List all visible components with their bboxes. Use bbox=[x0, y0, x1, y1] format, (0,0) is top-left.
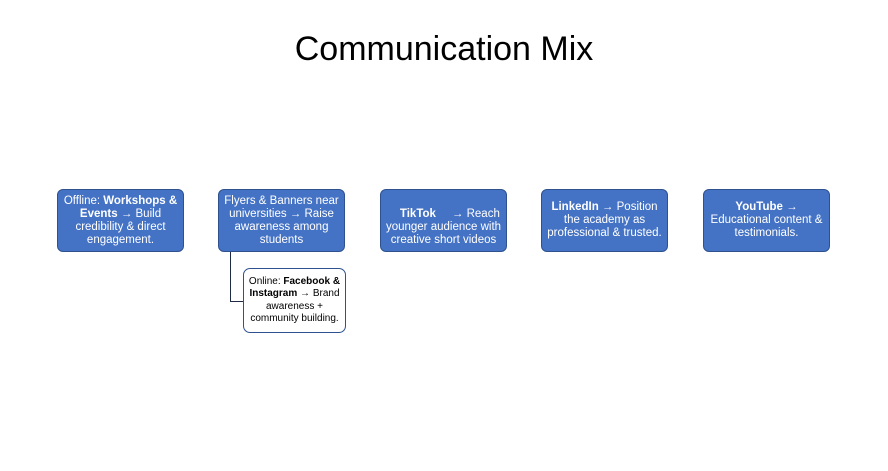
box-bold-text: Facebook & Instagram bbox=[249, 275, 341, 300]
linkedin-box[interactable]: LinkedIn → Position the academy as profe… bbox=[541, 189, 668, 252]
box-text: Flyers & Banners near universities → Rai… bbox=[224, 194, 339, 246]
box-text: → Educational content & testimonials. bbox=[710, 201, 823, 239]
slide-title: Communication Mix bbox=[294, 30, 594, 68]
flyers-banners-box[interactable]: Flyers & Banners near universities → Rai… bbox=[218, 189, 345, 252]
box-text: → Reach younger audience with creative s… bbox=[385, 207, 505, 246]
box-bold-text: TikTok bbox=[399, 207, 436, 220]
box-bold-text: Workshops & Events bbox=[79, 194, 178, 220]
box-text: → Position the academy as professional &… bbox=[547, 201, 662, 239]
box-text: Online: bbox=[248, 275, 284, 287]
offline-workshops-box[interactable]: Offline: Workshops & Events → Build cred… bbox=[57, 189, 184, 252]
box-text: → Brand awareness + community building. bbox=[250, 288, 340, 324]
youtube-box[interactable]: YouTube → Educational content & testimon… bbox=[703, 189, 830, 252]
box-bold-text: LinkedIn bbox=[551, 201, 599, 213]
box-text: → Build credibility & direct engagement. bbox=[75, 207, 166, 246]
box-text: Offline: bbox=[63, 194, 104, 207]
online-social-box[interactable]: Online: Facebook & Instagram → Brand awa… bbox=[243, 268, 346, 333]
connector-line bbox=[230, 252, 244, 302]
box-bold-text: YouTube bbox=[735, 201, 783, 213]
tiktok-box[interactable]: TikTok → Reach younger audience with cre… bbox=[380, 189, 507, 252]
